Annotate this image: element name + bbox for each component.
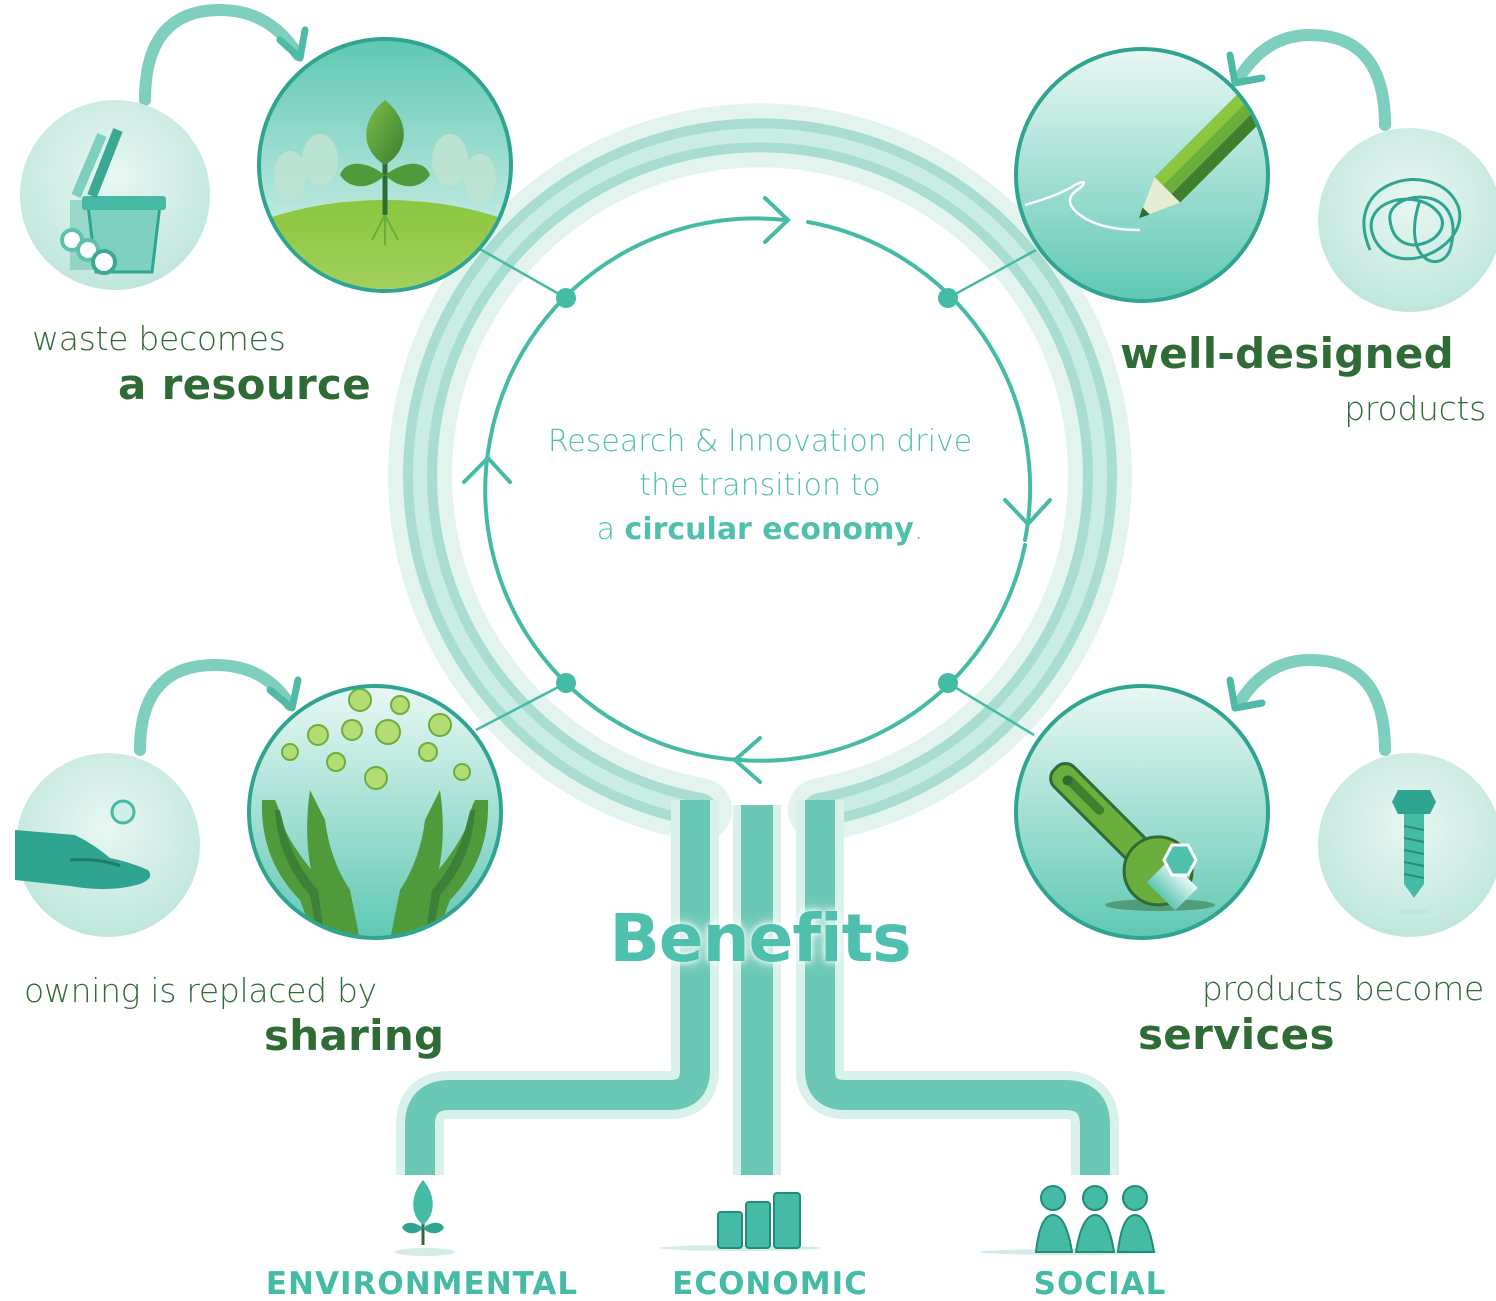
- trash-bin-icon: [20, 100, 210, 290]
- center-line-3-suffix: .: [913, 512, 924, 547]
- design-big-label: well-designed: [1120, 329, 1454, 378]
- bolt-icon: [1318, 753, 1496, 937]
- design-small-label: products: [1344, 389, 1486, 428]
- wrench-icon: [1014, 684, 1270, 940]
- services-big-label: services: [1138, 1010, 1335, 1059]
- connector-lines: [475, 246, 1037, 737]
- benefit-label-environmental: ENVIRONMENTAL: [265, 1266, 579, 1301]
- resource-small-label: waste becomes: [32, 319, 286, 358]
- open-hand-coin-icon: [15, 753, 200, 937]
- sharing-group: [15, 658, 503, 940]
- inner-cycle: [462, 196, 1052, 784]
- circular-economy-emphasis: circular economy: [624, 512, 914, 547]
- center-line-1: Research & Innovation drive: [547, 424, 973, 459]
- benefit-label-economic: ECONOMIC: [672, 1266, 868, 1301]
- people-icon: [980, 1185, 1160, 1255]
- scribble-icon: [1318, 128, 1496, 312]
- benefits-title: Benefits: [609, 900, 912, 977]
- benefit-label-social: SOCIAL: [1033, 1266, 1167, 1301]
- sharing-small-label: owning is replaced by: [24, 971, 377, 1010]
- hands-coins-icon: [247, 684, 503, 940]
- bar-chart-icon: [660, 1192, 820, 1251]
- resource-big-label: a resource: [118, 360, 372, 409]
- center-line-3: a circular economy.: [520, 508, 1000, 552]
- services-group: [1014, 653, 1496, 940]
- services-small-label: products become: [1201, 969, 1484, 1008]
- central-ring: [388, 103, 1132, 842]
- center-statement: Research & Innovation drive the transiti…: [520, 420, 1000, 552]
- sharing-big-label: sharing: [264, 1011, 445, 1060]
- pencil-icon: [1014, 47, 1270, 303]
- center-line-3-prefix: a: [596, 512, 625, 547]
- design-group: [1014, 28, 1496, 312]
- plant-icon: [395, 1180, 455, 1256]
- center-line-2: the transition to: [639, 468, 881, 503]
- benefit-pipes: [396, 800, 1119, 1175]
